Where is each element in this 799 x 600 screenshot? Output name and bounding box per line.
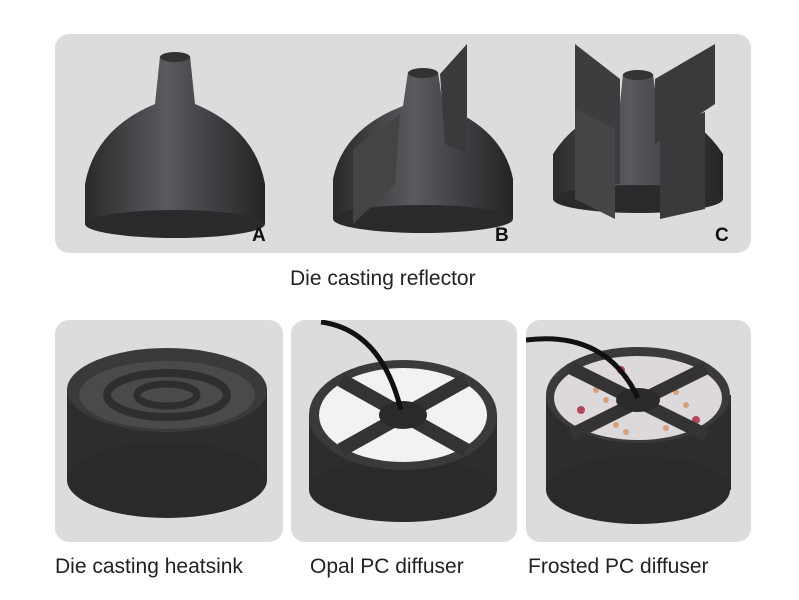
heatsink-panel xyxy=(55,320,283,542)
heatsink-caption: Die casting heatsink xyxy=(55,555,243,578)
frosted-diffuser-caption: Frosted PC diffuser xyxy=(528,555,709,578)
opal-diffuser-image xyxy=(309,320,497,522)
frosted-diffuser-panel xyxy=(526,320,751,542)
opal-diffuser-caption: Opal PC diffuser xyxy=(310,555,464,578)
opal-diffuser-panel xyxy=(291,320,517,542)
variant-label-c: C xyxy=(715,225,729,246)
heatsink-image xyxy=(67,348,267,518)
reflector-c-image xyxy=(553,44,723,219)
reflector-caption: Die casting reflector xyxy=(290,267,476,290)
variant-label-b: B xyxy=(495,225,509,246)
reflector-b-image xyxy=(333,44,513,233)
reflector-panel: A B C xyxy=(55,34,751,253)
reflector-a-image xyxy=(85,52,265,238)
variant-label-a: A xyxy=(252,225,266,246)
frosted-diffuser-image xyxy=(526,336,731,524)
reflector-images xyxy=(85,44,723,238)
